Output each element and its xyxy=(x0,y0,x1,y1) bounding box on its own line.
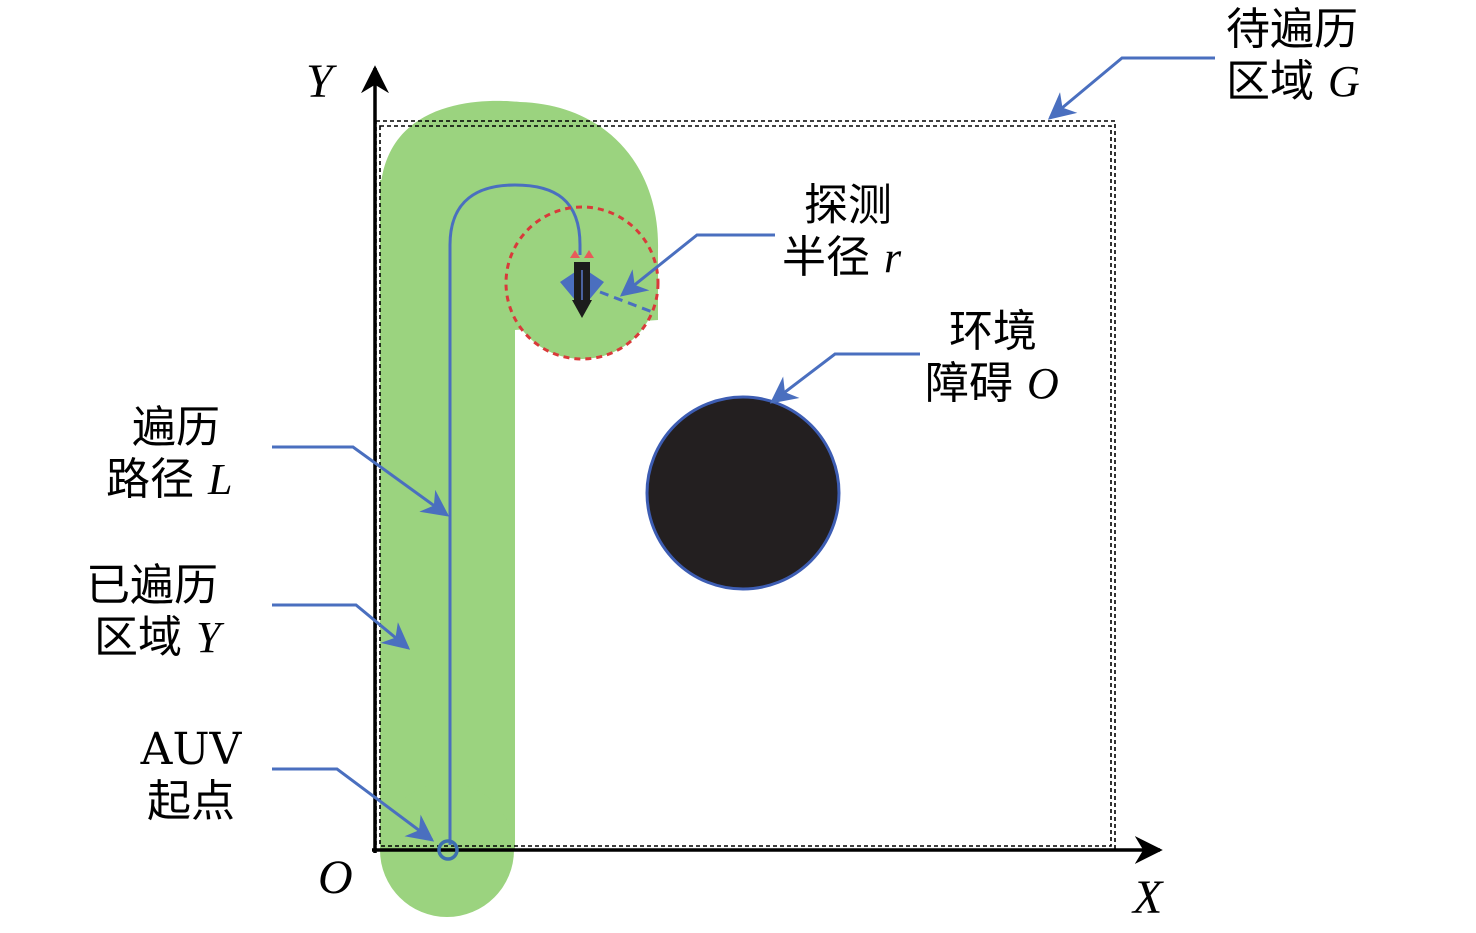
label-start: AUV 起点 xyxy=(140,724,242,827)
label-path: 遍历 路径 L xyxy=(106,402,233,505)
x-axis-label: X xyxy=(1133,871,1163,924)
callout-obstacle xyxy=(769,352,920,404)
label-detect-radius: 探测 半径 r xyxy=(782,180,902,283)
callout-start xyxy=(272,767,435,842)
label-covered: 已遍历 区域 Y xyxy=(86,560,221,663)
detection-radius-circle xyxy=(504,205,660,361)
axes xyxy=(361,65,1163,864)
radius-indicator xyxy=(599,290,656,315)
obstacle-circle xyxy=(645,395,841,591)
auv-icon xyxy=(560,250,604,318)
callout-detect-radius xyxy=(619,233,775,297)
y-axis-label: Y xyxy=(306,55,333,108)
start-point-marker xyxy=(437,839,459,861)
origin-label: O xyxy=(318,851,353,904)
label-region-g: 待遍历 区域 G xyxy=(1226,4,1360,107)
covered-region xyxy=(380,100,659,917)
callout-path xyxy=(272,445,450,517)
traversal-path xyxy=(448,183,582,845)
label-obstacle: 环境 障碍 O xyxy=(925,306,1059,409)
callout-region-g xyxy=(1047,56,1215,120)
callout-covered xyxy=(272,603,411,650)
